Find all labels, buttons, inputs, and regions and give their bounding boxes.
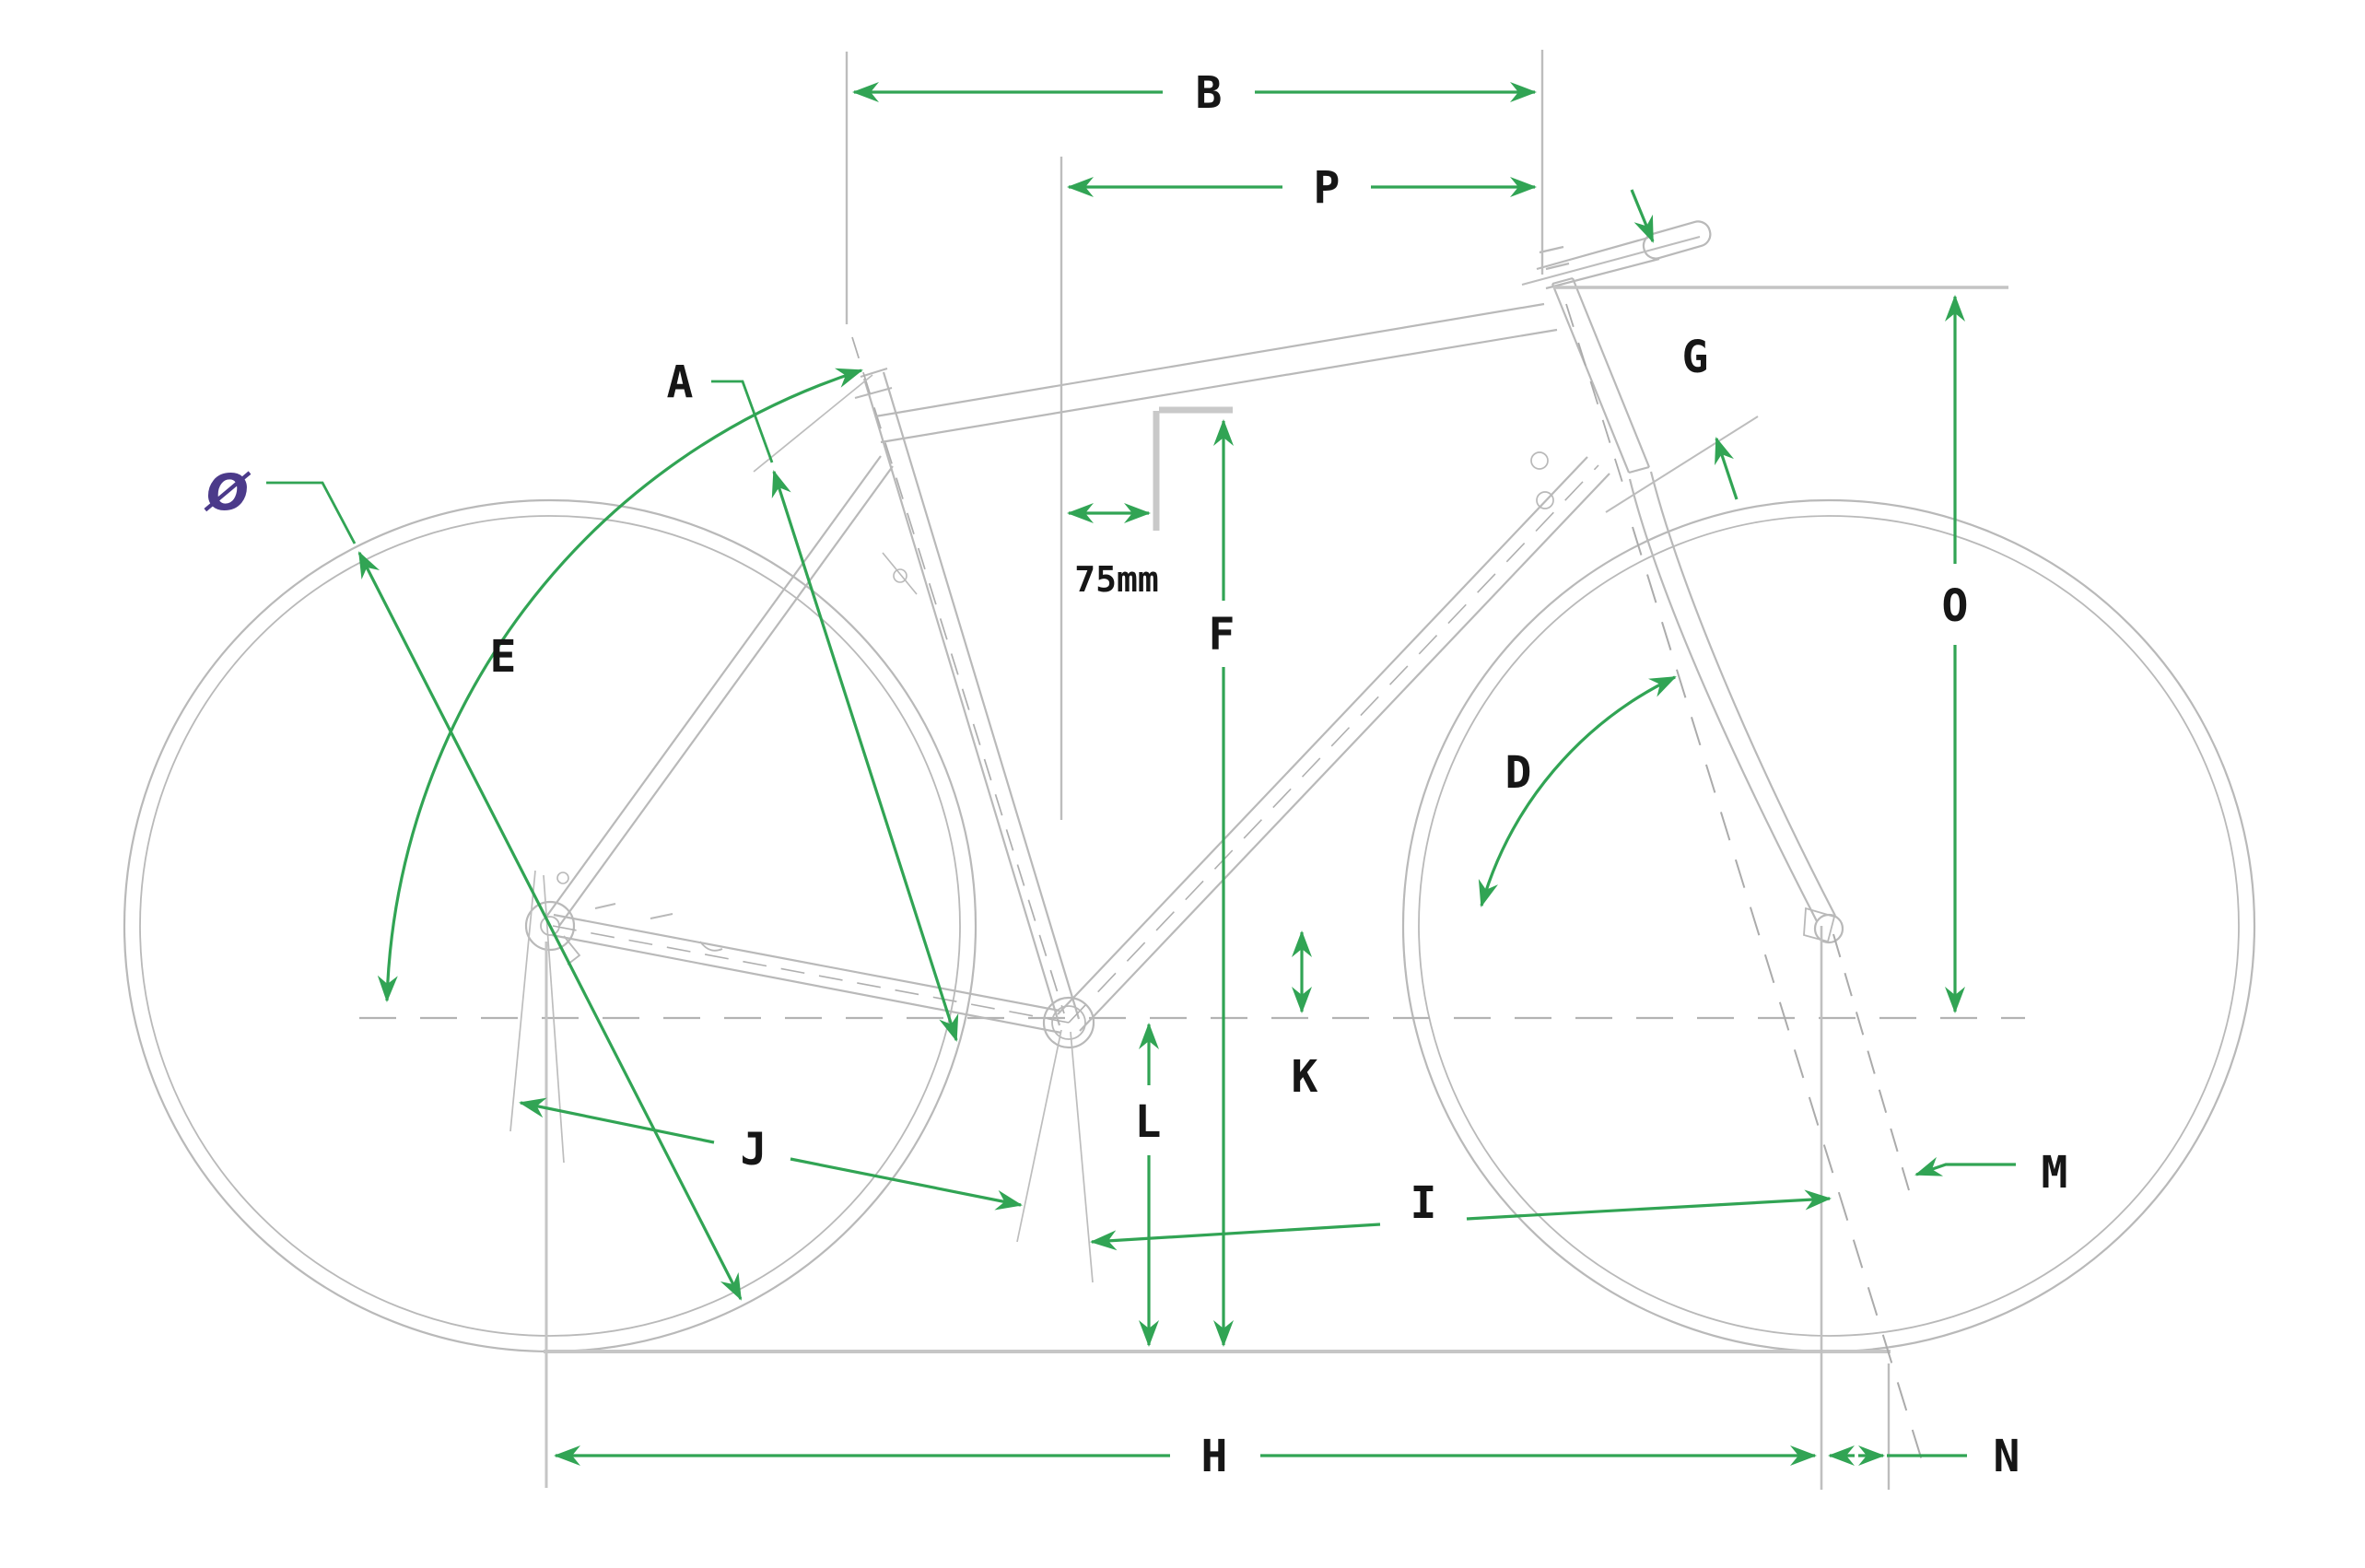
label-diameter-symbol: Ø <box>204 463 252 521</box>
label-D: D <box>1505 747 1532 799</box>
dimension-labels: B P A Ø E 75mm F G O D K L J I M H N <box>204 67 2067 1482</box>
dimension-E-arc <box>377 368 863 1002</box>
label-75mm: 75mm <box>1074 559 1159 600</box>
extension-lines <box>509 50 2008 1490</box>
dimension-G <box>1630 189 1739 500</box>
label-H: H <box>1201 1431 1228 1482</box>
dimension-J <box>519 1097 1023 1211</box>
frame-tubes <box>545 220 1836 1049</box>
label-M: M <box>2042 1147 2068 1199</box>
label-G: G <box>1682 332 1709 383</box>
steering-axis-dashed-line <box>1565 303 1625 489</box>
label-L: L <box>1135 1096 1162 1148</box>
label-O: O <box>1942 580 1969 632</box>
label-A: A <box>667 357 694 408</box>
label-P: P <box>1314 162 1341 214</box>
dimension-A <box>711 380 959 1042</box>
bicycle-line-drawing <box>123 50 2256 1490</box>
label-E: E <box>490 631 517 683</box>
label-B: B <box>1196 67 1223 119</box>
dimension-diameter <box>266 481 743 1301</box>
label-N: N <box>1994 1431 2020 1482</box>
fork-dropout <box>1803 907 1836 943</box>
label-I: I <box>1411 1177 1437 1229</box>
dimension-lines <box>266 82 2016 1466</box>
fork-offset-dashed-line <box>1832 933 1910 1191</box>
dimension-M <box>1914 1156 2016 1176</box>
dimension-D-arc <box>1478 675 1677 907</box>
bottom-bracket <box>1042 996 1095 1049</box>
label-K: K <box>1292 1051 1318 1103</box>
handlebar-grip <box>1642 220 1712 260</box>
dimension-I <box>1090 1189 1832 1251</box>
stay-bolt <box>556 872 569 884</box>
front-wheel <box>1401 498 2256 1353</box>
label-F: F <box>1209 609 1235 661</box>
label-J: J <box>741 1124 767 1176</box>
